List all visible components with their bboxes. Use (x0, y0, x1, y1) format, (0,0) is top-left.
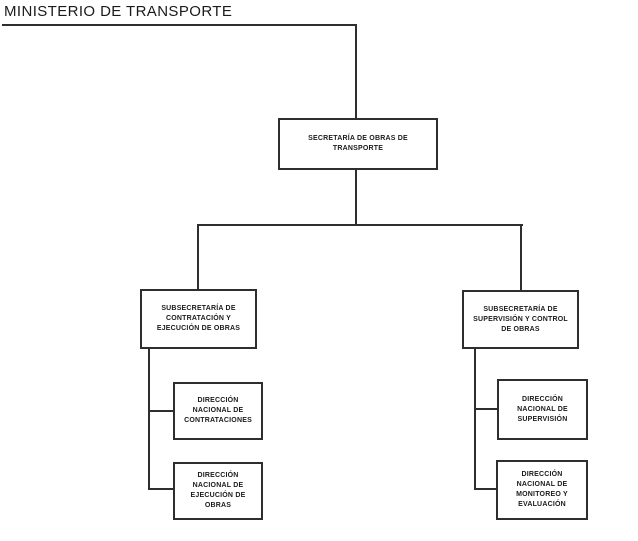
org-box-label: DIRECCIÓN NACIONAL DE CONTRATACIONES (184, 397, 252, 424)
org-box-label: DIRECCIÓN NACIONAL DE SUPERVISIÓN (517, 395, 568, 423)
org-box-label: SUBSECRETARÍA DE CONTRATACIÓN Y EJECUCIÓ… (156, 305, 241, 332)
connector-right-spine (474, 349, 476, 490)
connector-right-branch-drop (520, 224, 522, 290)
title-underline (2, 24, 356, 26)
org-box-label: DIRECCIÓN NACIONAL DE MONITOREO Y EVALUA… (516, 471, 568, 508)
page-title: MINISTERIO DE TRANSPORTE (4, 3, 233, 20)
org-box-subsecretaria-supervision: SUBSECRETARÍA DE SUPERVISIÓN Y CONTROL D… (462, 290, 579, 349)
connector-header-to-root (355, 24, 357, 118)
org-box-dir-contrataciones: DIRECCIÓN NACIONAL DE CONTRATACIONES (173, 382, 263, 440)
org-box-label: SUBSECRETARÍA DE SUPERVISIÓN Y CONTROL D… (473, 305, 568, 333)
org-box-secretaria-obras-transporte: SECRETARÍA DE OBRAS DE TRANSPORTE (278, 118, 438, 170)
org-box-subsecretaria-contratacion: SUBSECRETARÍA DE CONTRATACIÓN Y EJECUCIÓ… (140, 289, 257, 349)
org-box-label: SECRETARÍA DE OBRAS DE TRANSPORTE (308, 135, 408, 152)
org-box-dir-supervision: DIRECCIÓN NACIONAL DE SUPERVISIÓN (497, 379, 588, 440)
connector-right-stub-2 (474, 488, 496, 490)
connector-left-branch-drop (197, 224, 199, 289)
org-box-dir-monitoreo-evaluacion: DIRECCIÓN NACIONAL DE MONITOREO Y EVALUA… (496, 460, 588, 520)
connector-branch-bar (197, 224, 523, 226)
org-box-dir-ejecucion-obras: DIRECCIÓN NACIONAL DE EJECUCIÓN DE OBRAS (173, 462, 263, 520)
connector-left-spine (148, 349, 150, 490)
connector-left-stub-1 (148, 410, 173, 412)
org-box-label: DIRECCIÓN NACIONAL DE EJECUCIÓN DE OBRAS (190, 472, 246, 509)
connector-root-drop (355, 170, 357, 226)
connector-left-stub-2 (148, 488, 173, 490)
connector-right-stub-1 (474, 408, 497, 410)
